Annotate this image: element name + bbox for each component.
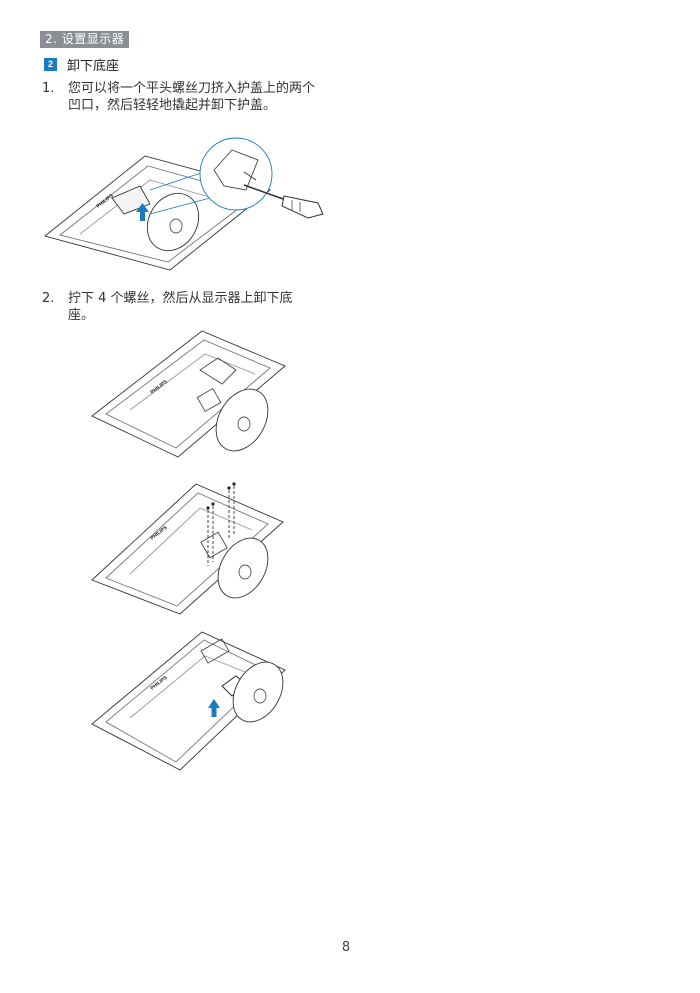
instruction-step-2: 2. 拧下 4 个螺丝，然后从显示器上卸下底座。 — [42, 290, 317, 324]
step-number: 1. — [42, 81, 55, 96]
page-number: 8 — [341, 940, 351, 955]
brand-label: PHILIPS — [150, 378, 170, 395]
subsection-heading: 2 卸下底座 — [44, 55, 119, 74]
subsection-title: 卸下底座 — [67, 59, 120, 74]
step-text: 您可以将一个平头螺丝刀挤入护盖上的两个凹口，然后轻轻地撬起并卸下护盖。 — [68, 81, 316, 113]
screwdriver-icon — [243, 184, 324, 219]
up-arrow-icon — [136, 203, 149, 221]
brand-label: PHILIPS — [150, 524, 170, 541]
section-tag: 2. 设置显示器 — [40, 31, 130, 48]
step-number: 2. — [42, 291, 55, 306]
subsection-number-badge: 2 — [44, 58, 57, 71]
up-arrow-icon — [208, 699, 220, 717]
brand-label: PHILIPS — [96, 192, 116, 209]
screw-icon — [206, 482, 236, 510]
instruction-step-1: 1. 您可以将一个平头螺丝刀挤入护盖上的两个凹口，然后轻轻地撬起并卸下护盖。 — [42, 80, 317, 114]
brand-label: PHILIPS — [150, 674, 170, 691]
step-text: 拧下 4 个螺丝，然后从显示器上卸下底座。 — [68, 291, 293, 323]
